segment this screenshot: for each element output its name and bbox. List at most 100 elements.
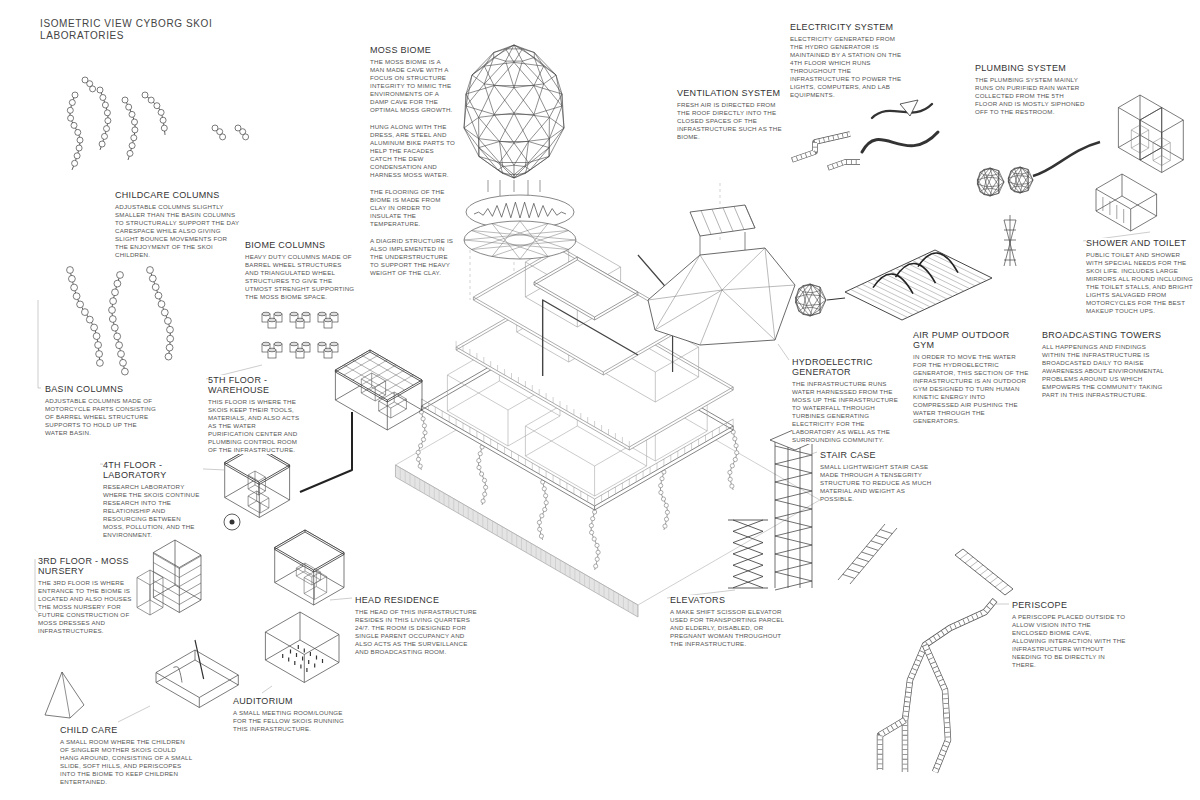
- column-joint: [132, 127, 138, 133]
- callout-text: FRESH AIR IS DIRECTED FROM THE ROOF DIRE…: [677, 101, 785, 141]
- column-joint: [416, 450, 420, 454]
- geodesic-frame: [1008, 167, 1033, 193]
- callout-text: A MAKE SHIFT SCISSOR ELEVATOR USED FOR T…: [670, 608, 785, 648]
- callout-text: ADJUSTABLE COLUMNS MADE OF MOTORCYCLE PA…: [45, 397, 157, 437]
- column-joint: [104, 126, 110, 132]
- tube-body: [905, 600, 995, 772]
- callout-text: SMALL LIGHTWEIGHT STAIR CASE MADE THROUG…: [820, 463, 932, 503]
- column-spine: [70, 95, 80, 170]
- column-joint: [122, 368, 129, 375]
- leader-line: [38, 300, 41, 388]
- callout-heading: 5TH FLOOR - WAREHOUSE: [208, 375, 303, 395]
- plumbing-pipe: [300, 412, 352, 492]
- panel-post: [745, 232, 746, 250]
- callout-group: SHOWER AND TOILETPUBLIC TOILET AND SHOWE…: [1086, 238, 1194, 315]
- leader-line: [118, 706, 150, 722]
- callout-heading: MOSS BIOME: [370, 45, 456, 55]
- column-joint: [160, 117, 166, 123]
- column-joint: [477, 459, 481, 463]
- gym-arch: [873, 274, 913, 294]
- clay-relief: [474, 202, 566, 218]
- callout-heading: AUDITORIUM: [233, 696, 358, 706]
- column-joint: [659, 484, 663, 488]
- column-joint: [484, 485, 488, 489]
- column-joint: [165, 353, 172, 360]
- column-joint: [68, 115, 74, 121]
- column-joint: [71, 122, 77, 128]
- barrel-top: [318, 342, 326, 346]
- barrel-top: [262, 312, 270, 316]
- column-joint: [71, 284, 78, 291]
- column-joint: [129, 143, 135, 149]
- ramp: [955, 549, 1013, 595]
- barrel-top: [318, 312, 326, 316]
- barrel-top: [296, 318, 304, 322]
- column-joint: [154, 103, 160, 109]
- column-joint: [542, 487, 546, 491]
- column-joint: [596, 550, 600, 554]
- column-joint: [220, 134, 226, 140]
- tube-body: [925, 645, 948, 772]
- column-joint: [114, 280, 121, 287]
- column-joint: [93, 333, 100, 340]
- column-joint: [735, 451, 739, 455]
- tube-ribs: [905, 600, 995, 772]
- callout-group: ELECTRICITY SYSTEMELECTRICITY GENERATED …: [790, 22, 905, 99]
- diagrid: [464, 221, 576, 259]
- column-joint: [161, 125, 167, 131]
- leader-line: [996, 604, 1009, 605]
- column-joint: [114, 333, 121, 340]
- barrel-top: [268, 348, 276, 352]
- column-joint: [158, 109, 164, 115]
- column-joint: [127, 150, 133, 156]
- callout-heading: BASIN COLUMNS: [45, 384, 157, 394]
- tube-outline: [925, 645, 948, 772]
- callout-group: MOSS BIOMETHE MOSS BIOME IS A MAN MADE C…: [370, 45, 456, 277]
- lab-wheel-hub: [230, 520, 235, 525]
- power-cable: [862, 132, 938, 152]
- solar-panel: [690, 205, 755, 236]
- callout-group: BASIN COLUMNS ADJUSTABLE COLUMNS MADE OF …: [45, 384, 157, 437]
- scissor-lift: [728, 520, 768, 588]
- water-pipe: [543, 300, 638, 376]
- callout-text: HUNG ALONG WITH THE DRESS, ARE STEEL AND…: [370, 123, 456, 179]
- callout-group: 5TH FLOOR - WAREHOUSETHIS FLOOR IS WHERE…: [208, 375, 303, 454]
- leader-lines: [35, 232, 1150, 722]
- tube-outline: [792, 134, 850, 160]
- column-joint: [540, 514, 544, 518]
- column-joint: [595, 543, 599, 547]
- column-joint: [69, 275, 76, 282]
- tube-outline: [905, 600, 995, 772]
- callout-heading: PLUMBING SYSTEM: [975, 63, 1085, 73]
- barrel-top: [290, 342, 298, 346]
- column-joint: [147, 267, 154, 274]
- ramp-slats: [960, 553, 1008, 591]
- iso-box: [156, 650, 238, 708]
- barrel-top: [302, 312, 310, 316]
- column-joint: [72, 160, 78, 166]
- column-joint: [243, 134, 249, 140]
- callout-heading: STAIR CASE: [820, 450, 932, 460]
- column-joint: [100, 95, 106, 101]
- geodesic-frame: [977, 168, 1004, 196]
- iso-box: [1131, 125, 1148, 153]
- gym-platform: [845, 250, 992, 320]
- callout-text: ELECTRICITY GENERATED FROM THE HYDRO GEN…: [790, 35, 905, 99]
- column-joint: [109, 316, 116, 323]
- barrel-top: [324, 318, 332, 322]
- gym-arch: [918, 253, 958, 273]
- column-joint: [158, 301, 165, 308]
- column-spine: [112, 275, 125, 372]
- column-joint: [595, 557, 599, 561]
- barrel-top: [274, 342, 282, 346]
- column-spine: [70, 270, 100, 365]
- column-joint: [418, 464, 422, 468]
- column-joint: [416, 457, 420, 461]
- column-joint: [594, 564, 598, 568]
- column-joint: [67, 107, 73, 113]
- barrel-top: [302, 342, 310, 346]
- callout-group: AIR PUMP OUTDOOR GYMIN ORDER TO MOVE THE…: [913, 330, 1031, 425]
- column-joint: [419, 444, 423, 448]
- column-joint: [91, 324, 98, 331]
